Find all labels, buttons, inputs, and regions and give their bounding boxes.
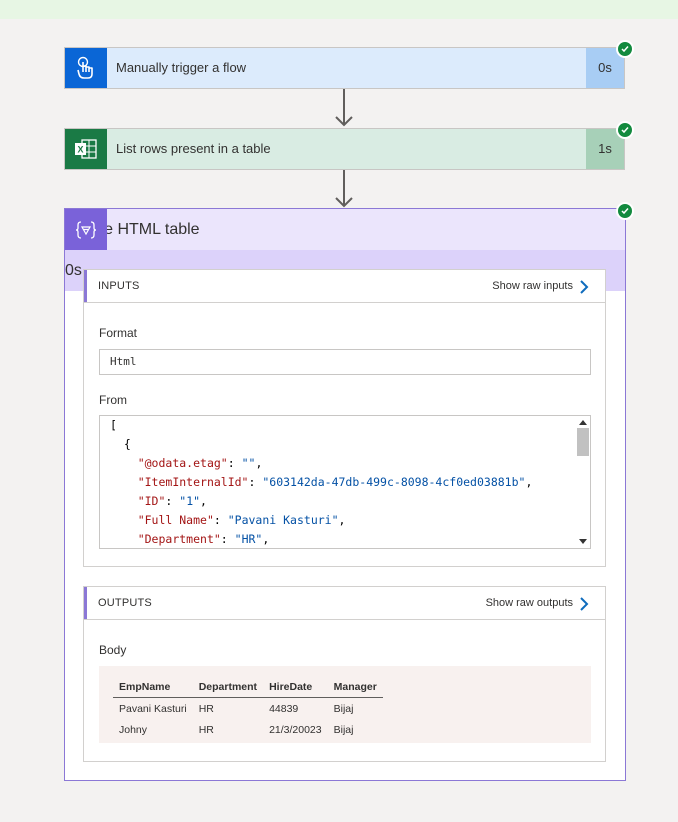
step-header[interactable]: Create HTML table 0s xyxy=(65,209,625,291)
table-cell: Bijaj xyxy=(333,703,354,715)
code-line: "Full Name": "Pavani Kasturi", xyxy=(137,513,346,527)
table-row: Pavani Kasturi HR 44839 Bijaj xyxy=(113,698,383,720)
column-header: HireDate xyxy=(263,677,328,698)
show-raw-inputs-link[interactable]: Show raw inputs xyxy=(492,270,589,303)
code-content: [ { "@odata.etag": "", "ItemInternalId":… xyxy=(110,416,574,548)
code-line: { xyxy=(110,437,131,451)
accent-bar xyxy=(84,270,87,302)
chevron-right-icon xyxy=(580,279,589,294)
arrow-down-icon xyxy=(335,170,353,208)
code-line: "ID": "1", xyxy=(137,494,207,508)
column-header: Department xyxy=(192,677,264,698)
show-raw-inputs-label: Show raw inputs xyxy=(492,280,573,292)
table-cell: 44839 xyxy=(269,703,299,715)
table-cell: HR xyxy=(198,703,214,715)
from-code-editor[interactable]: [ { "@odata.etag": "", "ItemInternalId":… xyxy=(99,415,591,549)
code-line: "ItemInternalId": "603142da-47db-499c-80… xyxy=(137,475,533,489)
table-cell: Pavani Kasturi xyxy=(119,703,187,715)
body-label: Body xyxy=(99,643,127,657)
scroll-down-icon[interactable] xyxy=(579,539,587,544)
step-duration: 0s xyxy=(586,48,624,88)
table-cell: HR xyxy=(198,724,214,736)
format-label: Format xyxy=(99,326,138,340)
show-raw-outputs-link[interactable]: Show raw outputs xyxy=(486,587,589,620)
table-header-row: EmpName Department HireDate Manager xyxy=(113,677,383,698)
top-status-bar xyxy=(0,0,678,19)
outputs-panel: OUTPUTS Show raw outputs Body EmpName De… xyxy=(83,586,606,762)
body-html-output: EmpName Department HireDate Manager Pava… xyxy=(99,666,591,743)
step-list-rows[interactable]: X List rows present in a table 1s xyxy=(64,128,625,170)
chevron-right-icon xyxy=(580,596,589,611)
column-header: Manager xyxy=(327,677,383,698)
inputs-panel: INPUTS Show raw inputs Format Html From … xyxy=(83,269,606,567)
table-cell: Bijaj xyxy=(333,724,354,736)
svg-text:X: X xyxy=(77,145,83,155)
scroll-up-icon[interactable] xyxy=(579,420,587,425)
outputs-heading: OUTPUTS xyxy=(98,597,152,609)
success-check-icon xyxy=(616,40,634,58)
success-check-icon xyxy=(616,121,634,139)
accent-bar xyxy=(84,587,87,619)
scrollbar[interactable] xyxy=(576,416,590,548)
step-manual-trigger[interactable]: Manually trigger a flow 0s xyxy=(64,47,625,89)
touch-hand-icon xyxy=(65,48,107,88)
code-line: "Department": "HR", xyxy=(137,532,270,546)
table-cell: 21/3/20023 xyxy=(269,724,322,736)
table-row: Johny HR 21/3/20023 Bijaj xyxy=(113,719,383,740)
column-header: EmpName xyxy=(113,677,193,698)
show-raw-outputs-label: Show raw outputs xyxy=(485,597,573,609)
outputs-header: OUTPUTS Show raw outputs xyxy=(84,587,605,620)
code-line: [ xyxy=(110,418,117,432)
step-title: Manually trigger a flow xyxy=(116,60,247,75)
inputs-header: INPUTS Show raw inputs xyxy=(84,270,605,303)
step-create-html-table: Create HTML table 0s INPUTS Show raw inp… xyxy=(64,208,626,781)
inputs-heading: INPUTS xyxy=(98,280,140,292)
step-title: Create HTML table xyxy=(65,221,200,238)
success-check-icon xyxy=(616,202,634,220)
arrow-down-icon xyxy=(335,89,353,127)
scroll-thumb[interactable] xyxy=(577,428,589,456)
excel-icon: X xyxy=(65,129,107,169)
from-label: From xyxy=(99,393,127,407)
table-cell: Johny xyxy=(119,724,148,736)
step-title: List rows present in a table xyxy=(116,141,271,156)
output-table: EmpName Department HireDate Manager Pava… xyxy=(113,677,383,740)
code-line: "@odata.etag": "", xyxy=(137,456,263,470)
data-operation-icon xyxy=(65,209,107,250)
format-field[interactable]: Html xyxy=(99,349,591,375)
